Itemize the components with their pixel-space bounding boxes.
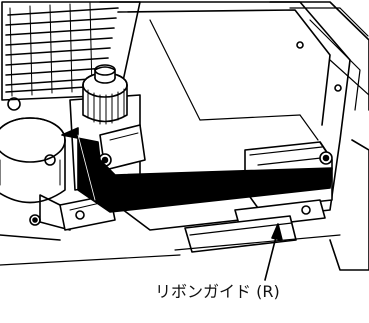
printer-housing [99, 1, 369, 271]
ribbon-motor [0, 97, 71, 231]
ink-ribbon [61, 127, 333, 213]
base-lines [0, 234, 341, 266]
callout-arrow [264, 223, 283, 281]
callout-label-ribbon-guide-r: リボンガイド (R) [155, 282, 280, 301]
